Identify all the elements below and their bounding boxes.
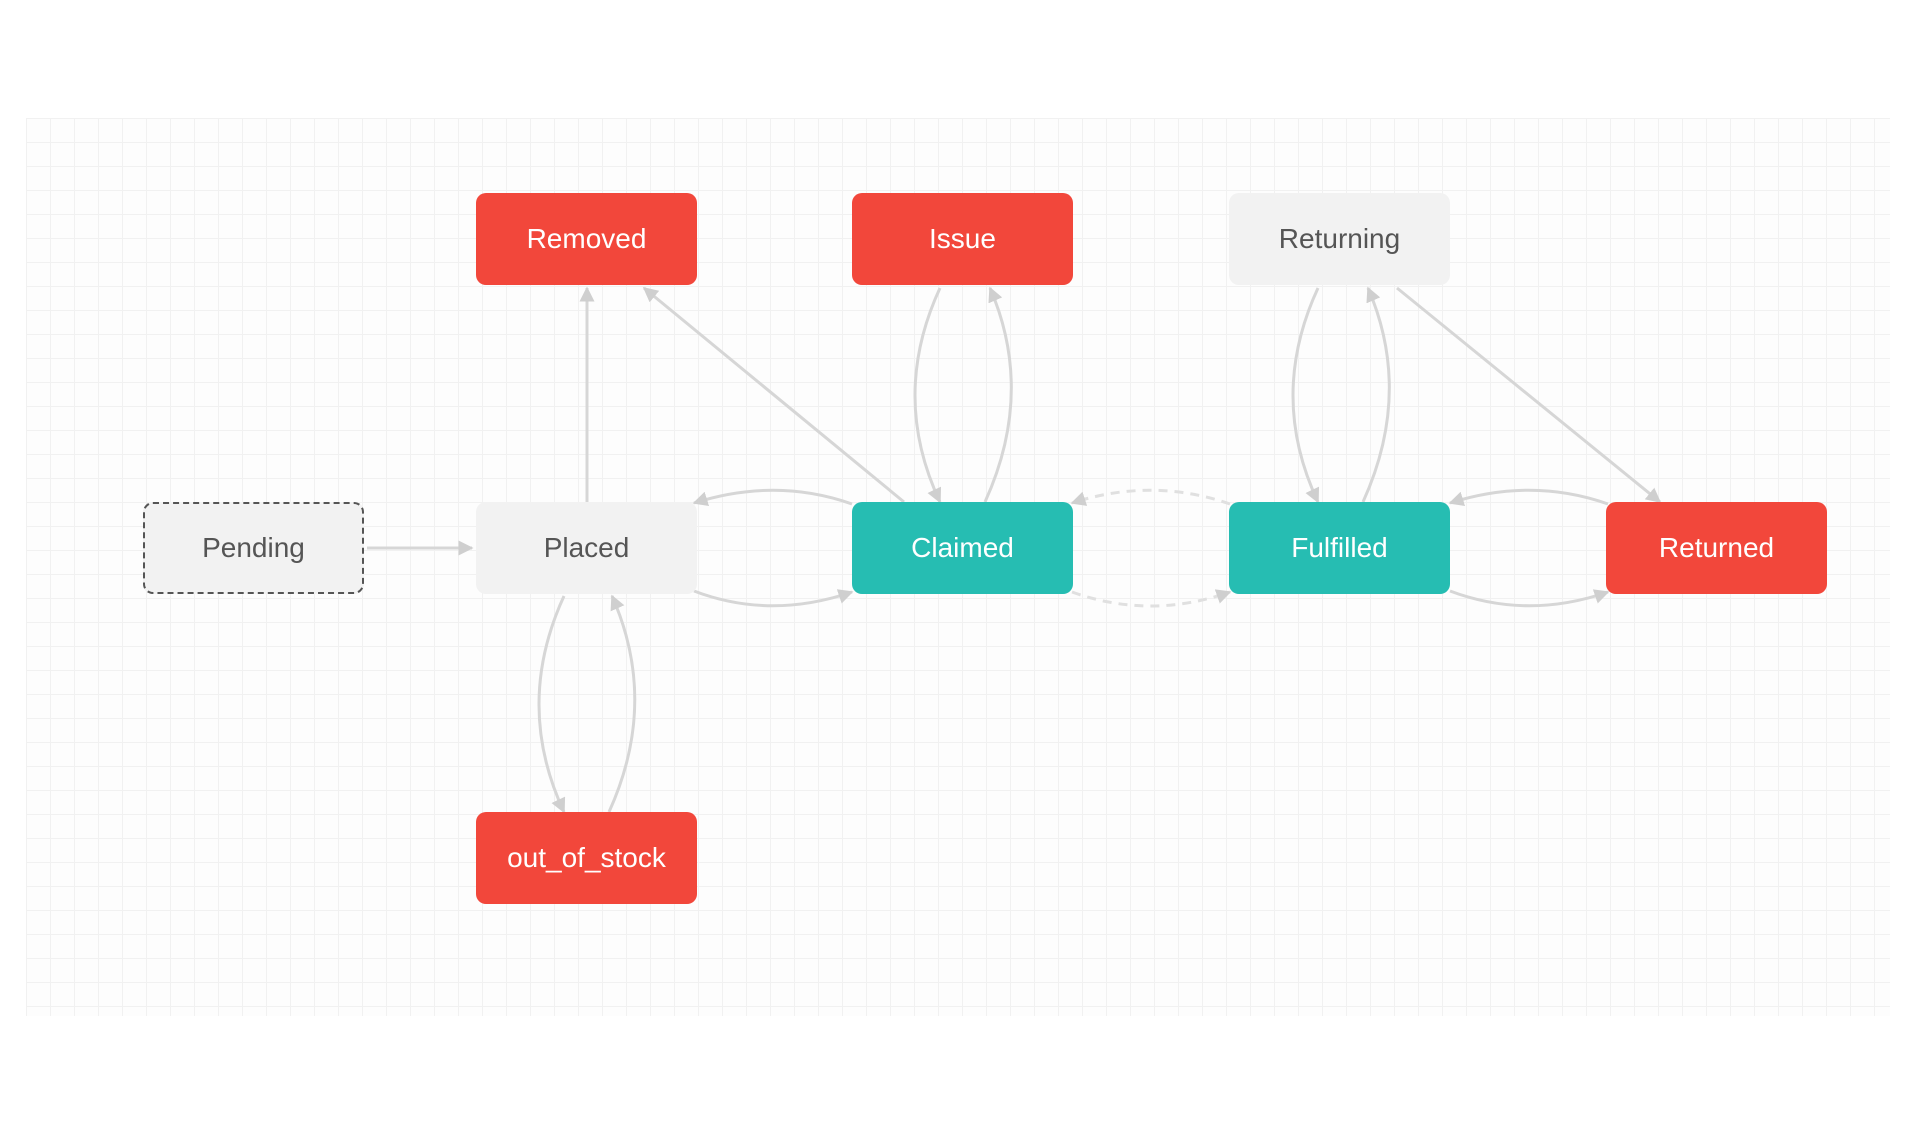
edge-returned-fulfilled (1448, 488, 1609, 507)
node-pending-label: Pending (202, 532, 305, 563)
edge-claimed-fulfilled (1071, 589, 1232, 608)
node-out-of-stock[interactable]: out_of_stock (476, 812, 697, 904)
node-placed-label: Placed (543, 532, 630, 563)
node-fulfilled[interactable]: Fulfilled (1229, 502, 1450, 594)
edge-claimed-issue (983, 286, 1013, 503)
edge-fulfilled-claimed (1070, 488, 1231, 506)
edge-returning-fulfilled (1291, 287, 1320, 504)
edge-outofstock-placed (607, 594, 637, 813)
node-returning[interactable]: Returning (1229, 193, 1450, 285)
node-returned-label: Returned (1658, 532, 1775, 563)
edge-placed-outofstock (537, 595, 566, 814)
node-claimed[interactable]: Claimed (852, 502, 1073, 594)
node-placed[interactable]: Placed (476, 502, 697, 594)
node-pending[interactable]: Pending (143, 502, 364, 594)
node-issue-label: Issue (929, 223, 996, 254)
node-removed[interactable]: Removed (476, 193, 697, 285)
edge-claimed-placed (692, 488, 853, 507)
edge-placed-claimed (693, 589, 854, 608)
edge-claimed-removed (642, 286, 905, 504)
node-out-of-stock-label: out_of_stock (507, 842, 666, 873)
node-issue[interactable]: Issue (852, 193, 1073, 285)
node-claimed-label: Claimed (911, 532, 1014, 563)
edge-issue-claimed (913, 287, 942, 504)
edge-returning-returned (1396, 286, 1662, 504)
node-fulfilled-label: Fulfilled (1291, 532, 1388, 563)
edge-fulfilled-returned (1449, 589, 1610, 608)
node-returned[interactable]: Returned (1606, 502, 1827, 594)
edge-fulfilled-returning (1361, 286, 1391, 503)
node-returning-label: Returning (1278, 223, 1401, 254)
node-removed-label: Removed (526, 223, 647, 254)
